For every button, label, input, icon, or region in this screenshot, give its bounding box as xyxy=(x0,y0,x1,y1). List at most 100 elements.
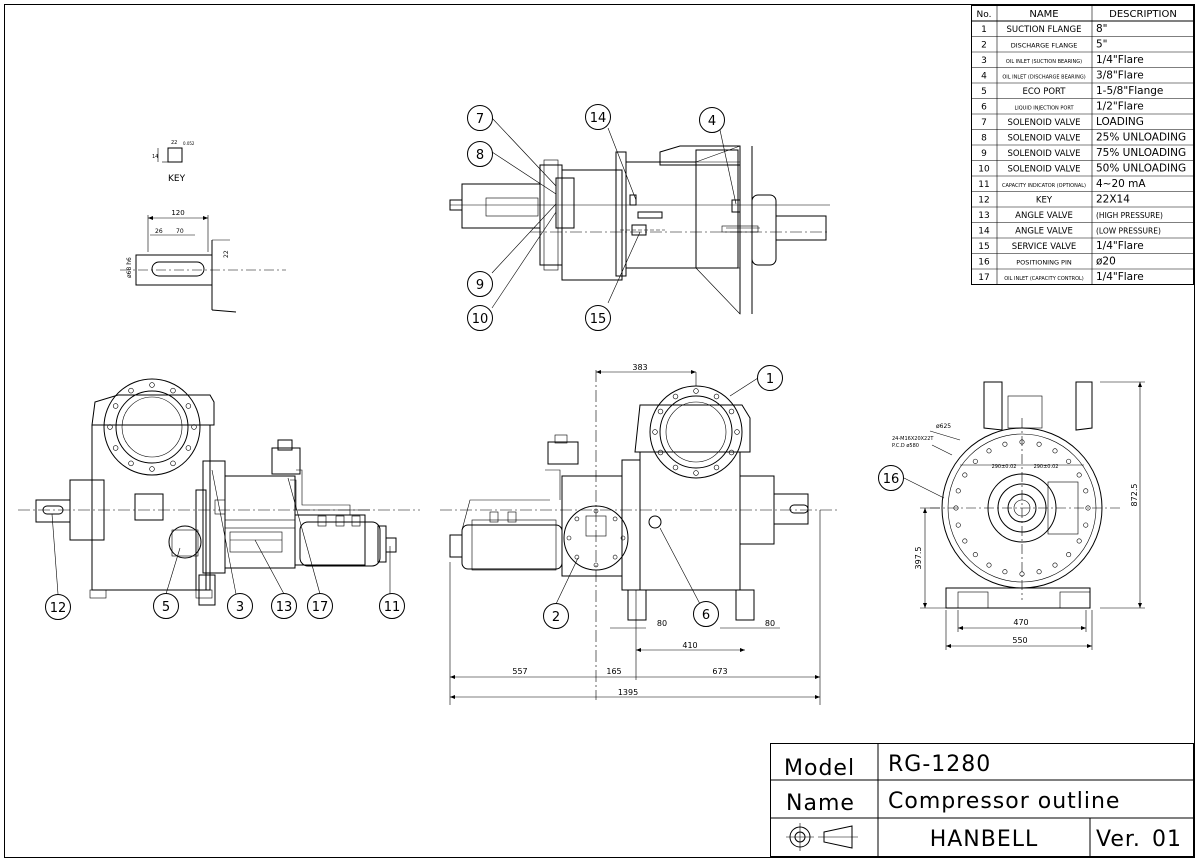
balloon-number: 8 xyxy=(476,148,484,163)
balloon-number: 1 xyxy=(766,372,774,387)
table-cell-description: 3/8"Flare xyxy=(1096,70,1144,82)
svg-text:70: 70 xyxy=(176,228,184,235)
table-header-name: NAME xyxy=(1029,9,1058,20)
balloon-number: 12 xyxy=(50,601,67,616)
end-cover-bolt-hole xyxy=(1066,458,1072,464)
flange-bolt-hole xyxy=(574,516,580,522)
svg-text:ø68 h6: ø68 h6 xyxy=(126,257,133,278)
balloon-number: 11 xyxy=(384,600,401,615)
end-cover-bolt-hole xyxy=(972,552,978,558)
end-cover-bolt-hole xyxy=(1083,488,1089,494)
balloon-circle xyxy=(227,593,253,619)
top-view xyxy=(449,145,830,315)
title-name-value: Compressor outline xyxy=(888,789,1120,814)
table-cell-description: 50% UNLOADING xyxy=(1096,163,1186,175)
table-cell-name: SOLENOID VALVE xyxy=(1007,165,1080,175)
balloon-number: 17 xyxy=(312,600,329,615)
flange-bolt-hole xyxy=(713,464,720,471)
balloon-circle xyxy=(543,603,569,629)
svg-text:P.C.D ø580: P.C.D ø580 xyxy=(892,443,919,449)
table-cell-name: OIL INLET (SUCTION BEARING) xyxy=(1006,59,1082,65)
table-cell-description: ø20 xyxy=(1096,256,1116,268)
table-cell-no: 4 xyxy=(981,72,987,82)
table-cell-name: ECO PORT xyxy=(1023,87,1067,97)
table-cell-no: 15 xyxy=(978,242,989,252)
balloon-circle xyxy=(467,141,493,167)
table-cell-description: 8" xyxy=(1096,23,1108,35)
svg-text:80: 80 xyxy=(765,619,775,628)
table-cell-no: 16 xyxy=(978,258,990,268)
balloon-circle xyxy=(585,104,611,130)
table-cell-description: LOADING xyxy=(1096,116,1144,128)
svg-text:290±0.02: 290±0.02 xyxy=(1034,464,1059,470)
flange-bolt-hole xyxy=(593,562,599,568)
svg-text:80: 80 xyxy=(657,619,667,628)
flange-bolt-hole xyxy=(170,460,176,467)
end-cover-bolt-hole xyxy=(1076,538,1082,544)
flange-bolt-hole xyxy=(734,429,740,435)
table-cell-description: 5" xyxy=(1096,39,1108,51)
key-detail: 14 22 0.052 KEY 120 26 70 22 ø68 h6 xyxy=(120,140,286,313)
table-cell-name: CAPACITY INDICATOR (OPTIONAL) xyxy=(1002,183,1086,189)
table-cell-name: OIL INLET (CAPACITY CONTROL) xyxy=(1004,276,1084,282)
table-cell-no: 6 xyxy=(981,103,987,113)
sheet-border xyxy=(4,4,1195,858)
svg-text:ø625: ø625 xyxy=(936,423,951,430)
flange-bolt-hole xyxy=(612,516,618,522)
balloon-circle xyxy=(467,105,493,131)
svg-text:470: 470 xyxy=(1013,618,1028,627)
svg-text:290±0.02: 290±0.02 xyxy=(992,464,1017,470)
flange-bolt-hole xyxy=(185,445,192,451)
table-cell-name: SOLENOID VALVE xyxy=(1007,149,1080,159)
end-cover-bolt-hole xyxy=(1002,569,1008,575)
table-cell-name: SERVICE VALVE xyxy=(1012,242,1077,252)
balloon-number: 10 xyxy=(472,312,489,327)
balloon-circle xyxy=(379,593,405,619)
table-cell-no: 3 xyxy=(981,56,987,66)
flange-bolt-hole xyxy=(693,388,699,394)
table-cell-name: DISCHARGE FLANGE xyxy=(1011,42,1078,50)
projection-symbol-icon xyxy=(786,823,858,851)
end-cover-bolt-hole xyxy=(972,458,978,464)
balloon-circle xyxy=(699,107,725,133)
key-label: KEY xyxy=(168,174,186,184)
svg-text:557: 557 xyxy=(512,667,527,676)
svg-text:1395: 1395 xyxy=(618,688,638,697)
svg-text:22: 22 xyxy=(171,140,177,146)
table-cell-no: 14 xyxy=(978,227,990,237)
end-cover-bolt-hole xyxy=(1085,505,1091,511)
balloon-number: 16 xyxy=(883,472,900,487)
svg-text:14: 14 xyxy=(152,154,158,160)
table-cell-name: SOLENOID VALVE xyxy=(1007,134,1080,144)
flange-bolt-hole xyxy=(574,554,580,560)
table-cell-no: 2 xyxy=(981,41,987,51)
flange-bolt-hole xyxy=(657,449,664,456)
end-cover-bolt-hole xyxy=(1052,562,1058,568)
title-company: HANBELL xyxy=(930,827,1039,852)
table-cell-description: 22X14 xyxy=(1096,194,1130,206)
flange-bolt-hole xyxy=(652,429,658,435)
balloon-circle xyxy=(585,305,611,331)
end-cover-bolt-hole xyxy=(955,488,961,494)
table-cell-name: SUCTION FLANGE xyxy=(1007,25,1082,35)
table-header-no: No. xyxy=(977,10,992,20)
flange-bolt-hole xyxy=(149,382,155,388)
flange-bolt-hole xyxy=(566,535,572,541)
balloon-circle xyxy=(467,305,493,331)
svg-text:120: 120 xyxy=(171,209,184,217)
title-version-label: Ver. xyxy=(1096,827,1141,852)
svg-text:383: 383 xyxy=(632,363,647,372)
table-cell-description: 1-5/8"Flange xyxy=(1096,85,1163,97)
svg-text:165: 165 xyxy=(606,667,621,676)
svg-text:872.5: 872.5 xyxy=(1130,484,1139,507)
side-view: 383 557 165 673 1395 80 80 410 xyxy=(440,363,840,705)
table-cell-description: 1/4"Flare xyxy=(1096,271,1144,283)
table-cell-description: (LOW PRESSURE) xyxy=(1096,227,1161,236)
flange-bolt-hole xyxy=(128,387,134,394)
flange-bolt-hole xyxy=(713,393,720,400)
table-cell-name: ANGLE VALVE xyxy=(1015,227,1073,237)
table-cell-no: 11 xyxy=(978,180,989,190)
table-cell-description: 25% UNLOADING xyxy=(1096,132,1186,144)
table-cell-description: 1/4"Flare xyxy=(1096,54,1144,66)
